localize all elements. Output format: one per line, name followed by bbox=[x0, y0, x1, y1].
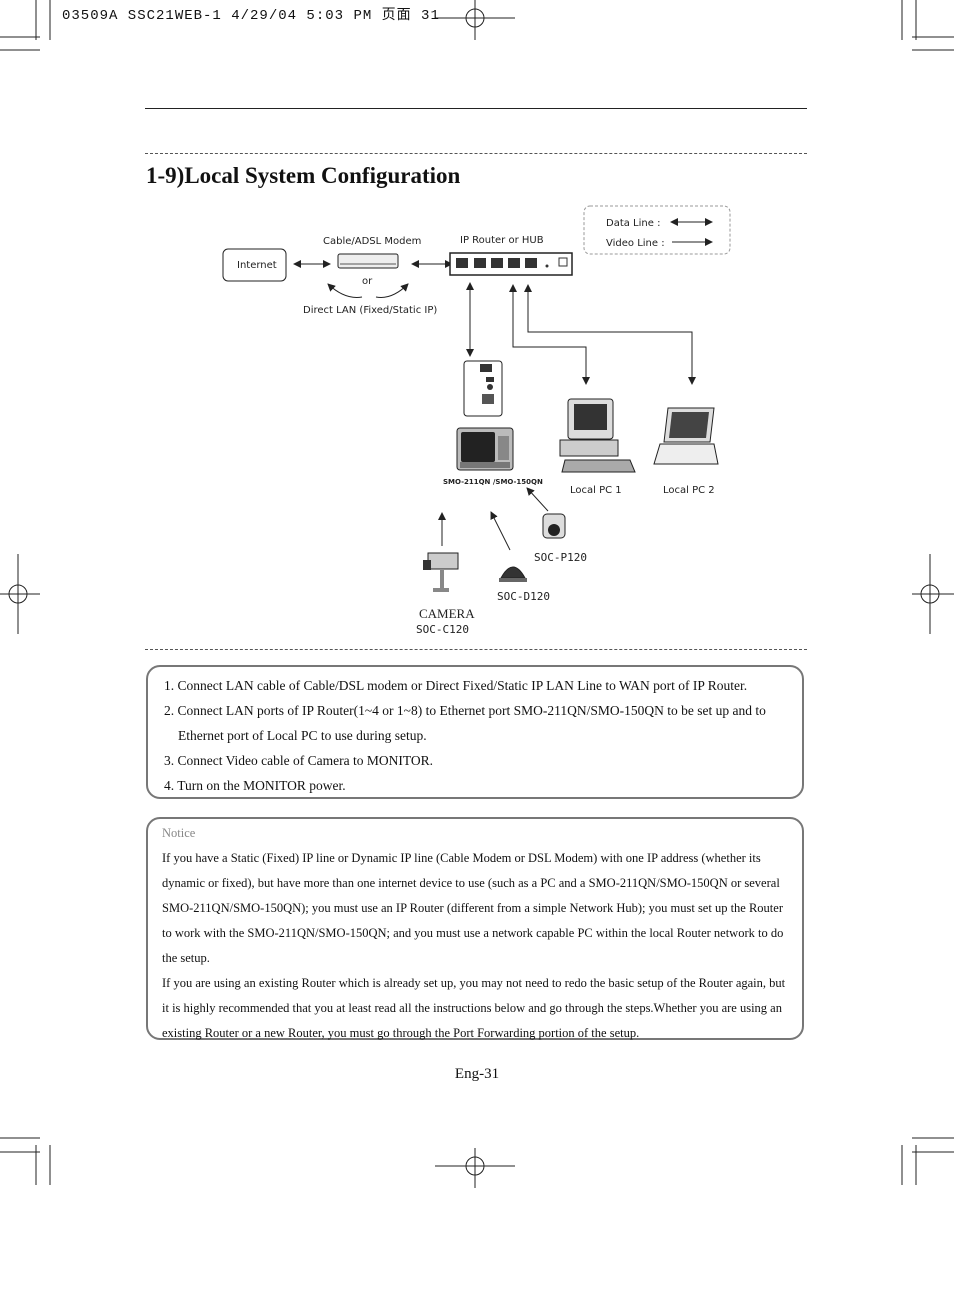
step-item: 4. Turn on the MONITOR power. bbox=[164, 778, 346, 793]
dome-camera-icon bbox=[499, 566, 527, 582]
step-text: 2. Connect LAN ports of IP Router(1~4 or… bbox=[164, 703, 766, 718]
internet-label: Internet bbox=[237, 260, 277, 271]
monitor-model-label: SMO-211QN /SMO-150QN bbox=[443, 478, 543, 486]
top-rule bbox=[145, 108, 807, 109]
modem-label: Cable/ADSL Modem bbox=[323, 236, 421, 247]
monitor-icon bbox=[456, 427, 514, 471]
notice-label: Notice bbox=[162, 826, 196, 840]
network-diagram: Data Line : Video Line : Internet Cable/… bbox=[222, 205, 731, 636]
notice-box: Notice If you have a Static (Fixed) IP l… bbox=[146, 817, 804, 1040]
print-header: 03509A SSC21WEB-1 4/29/04 5:03 PM 页面 31 bbox=[62, 8, 440, 24]
legend: Data Line : Video Line : bbox=[583, 205, 731, 255]
step-item: 3. Connect Video cable of Camera to MONI… bbox=[164, 753, 434, 768]
notice-paragraph-1: If you have a Static (Fixed) IP line or … bbox=[162, 851, 784, 965]
soc-d120-label: SOC-D120 bbox=[497, 590, 550, 603]
notice-paragraph-2: If you are using an existing Router whic… bbox=[162, 976, 786, 1040]
modem-icon bbox=[337, 253, 399, 269]
router-label: IP Router or HUB bbox=[460, 235, 544, 246]
soc-p120-label: SOC-P120 bbox=[534, 551, 587, 564]
or-label: or bbox=[362, 276, 373, 287]
page-number: Eng-31 bbox=[454, 1066, 500, 1082]
step-continuation: Ethernet port of Local PC to use during … bbox=[178, 728, 427, 743]
legend-video-line: Video Line : bbox=[606, 238, 665, 249]
camera-label: CAMERA bbox=[419, 606, 475, 621]
soc-c120-label: SOC-C120 bbox=[416, 623, 469, 636]
ptz-camera-icon bbox=[542, 513, 566, 539]
steps-box: 1. Connect LAN cable of Cable/DSL modem … bbox=[146, 665, 804, 799]
internet-box bbox=[222, 248, 287, 282]
page-title: 1-9)Local System Configuration bbox=[146, 163, 461, 188]
step-item: 2. Connect LAN ports of IP Router(1~4 or… bbox=[164, 698, 794, 748]
laptop-icon bbox=[653, 407, 719, 465]
step-item: 1. Connect LAN cable of Cable/DSL modem … bbox=[164, 678, 748, 693]
direct-lan-label: Direct LAN (Fixed/Static IP) bbox=[303, 305, 437, 316]
legend-data-line: Data Line : bbox=[606, 218, 660, 229]
section-divider bbox=[145, 153, 807, 154]
local-pc2-label: Local PC 2 bbox=[663, 485, 715, 496]
diagram-divider bbox=[145, 649, 807, 650]
local-pc1-label: Local PC 1 bbox=[570, 485, 622, 496]
box-camera-icon bbox=[423, 552, 459, 592]
steps-list: 1. Connect LAN cable of Cable/DSL modem … bbox=[164, 673, 794, 798]
desktop-pc-icon bbox=[559, 398, 636, 473]
